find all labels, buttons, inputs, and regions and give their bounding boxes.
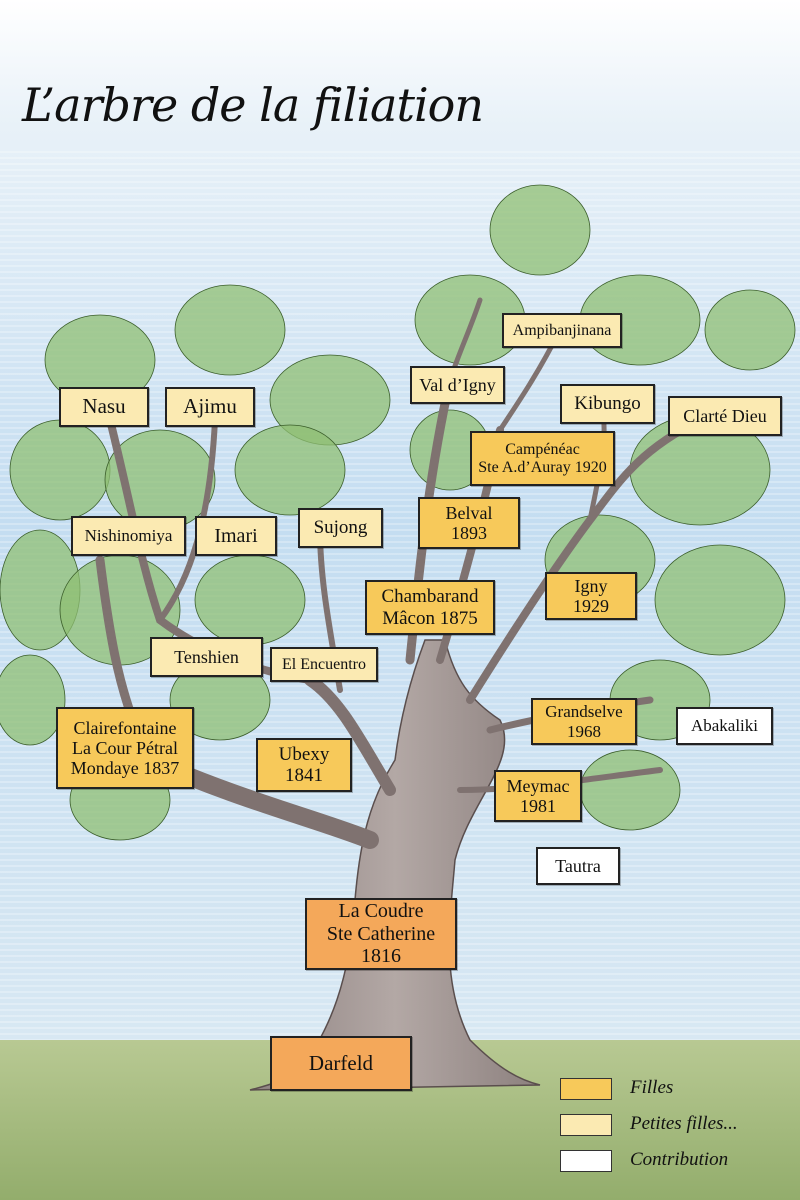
legend-swatch-filles [560,1078,612,1100]
node-belval-label: Belval 1893 [445,502,493,543]
legend-row-petites-filles: Petites filles... [560,1111,780,1147]
node-ubexy: Ubexy 1841 [256,738,352,792]
legend: Filles Petites filles... Contribution [560,1075,780,1183]
node-el-encuentro: El Encuentro [270,647,378,682]
node-belval: Belval 1893 [418,497,520,549]
node-clairefontaine-label: Clairefontaine La Cour Pétral Mondaye 18… [70,717,180,779]
legend-label-petites-filles: Petites filles... [630,1113,738,1134]
node-grandselve-label: Grandselve 1968 [545,702,623,741]
node-nasu: Nasu [59,387,149,427]
node-campeneac-label: Campénéac Ste A.d’Auray 1920 [478,440,607,476]
node-tautra: Tautra [536,847,620,885]
node-val-digny: Val d’Igny [410,366,505,404]
node-tenshien: Tenshien [150,637,263,677]
node-val-digny-label: Val d’Igny [419,374,496,395]
node-el-encuentro-label: El Encuentro [282,655,366,673]
node-la-coudre: La Coudre Ste Catherine 1816 [305,898,457,970]
node-ajimu: Ajimu [165,387,255,427]
node-ampibanjinana-label: Ampibanjinana [512,321,612,339]
node-darfeld-label: Darfeld [308,1050,374,1075]
legend-row-filles: Filles [560,1075,780,1111]
node-la-coudre-label: La Coudre Ste Catherine 1816 [326,900,436,968]
node-tautra-label: Tautra [555,855,601,876]
node-sujong: Sujong [298,508,383,548]
node-clarte-dieu: Clarté Dieu [668,396,782,436]
node-ajimu-label: Ajimu [183,394,237,419]
node-meymac-label: Meymac 1981 [506,775,570,816]
node-igny-label: Igny 1929 [573,575,609,616]
foliage [0,184,796,841]
legend-label-contribution: Contribution [630,1149,729,1170]
node-abakaliki: Abakaliki [676,707,773,745]
node-tenshien-label: Tenshien [174,646,239,667]
legend-swatch-contribution [560,1150,612,1172]
node-grandselve: Grandselve 1968 [531,698,637,745]
node-nasu-label: Nasu [82,394,126,419]
node-nishinomiya-label: Nishinomiya [84,526,173,546]
node-igny: Igny 1929 [545,572,637,620]
node-kibungo-label: Kibungo [574,393,641,415]
node-clairefontaine: Clairefontaine La Cour Pétral Mondaye 18… [56,707,194,789]
legend-row-contribution: Contribution [560,1147,780,1183]
legend-swatch-petites-filles [560,1114,612,1136]
node-ampibanjinana: Ampibanjinana [502,313,622,348]
node-campeneac: Campénéac Ste A.d’Auray 1920 [470,431,615,486]
tree-trunk [249,639,541,1091]
node-abakaliki-label: Abakaliki [690,716,759,736]
node-sujong-label: Sujong [313,517,368,539]
node-chambarand: Chambarand Mâcon 1875 [365,580,495,635]
node-clarte-dieu-label: Clarté Dieu [683,405,767,426]
page-title: L’arbre de la filiation [22,78,484,132]
node-chambarand-label: Chambarand Mâcon 1875 [381,586,479,629]
node-meymac: Meymac 1981 [494,770,582,822]
node-ubexy-label: Ubexy 1841 [278,743,330,786]
node-darfeld: Darfeld [270,1036,412,1091]
node-imari-label: Imari [214,524,258,547]
node-nishinomiya: Nishinomiya [71,516,186,556]
legend-label-filles: Filles [630,1077,674,1098]
node-kibungo: Kibungo [560,384,655,424]
node-imari: Imari [195,516,277,556]
